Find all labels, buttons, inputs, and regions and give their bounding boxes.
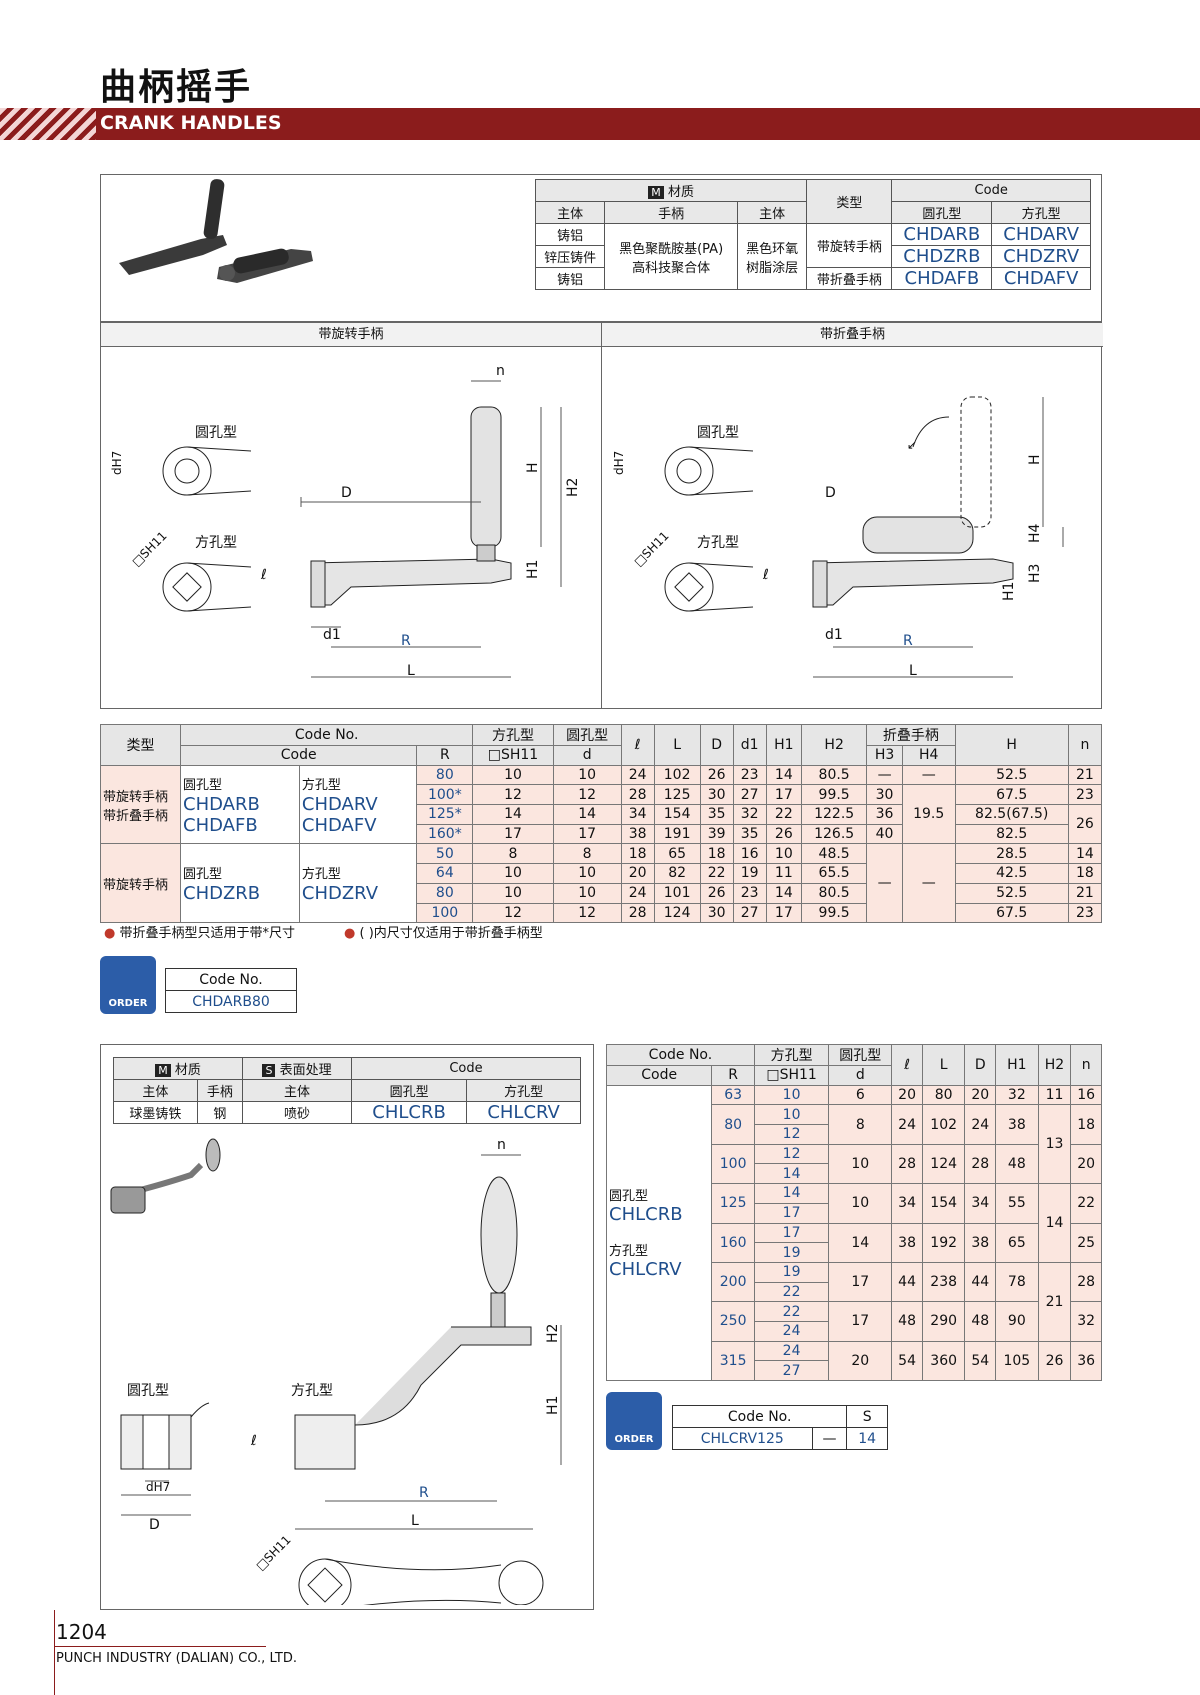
right-drawing-title: 带折叠手柄 bbox=[601, 323, 1103, 347]
title-band: CRANK HANDLES bbox=[0, 108, 1200, 140]
svg-text:H1: H1 bbox=[525, 560, 541, 579]
svg-text:R: R bbox=[419, 1485, 429, 1501]
table-row: 14 bbox=[607, 1163, 1102, 1185]
svg-text:H3: H3 bbox=[1027, 564, 1043, 583]
order-icon-1: ORDER bbox=[100, 956, 156, 1014]
svg-text:↙: ↙ bbox=[907, 438, 917, 452]
product-photo-1 bbox=[119, 179, 313, 283]
svg-text:R: R bbox=[401, 633, 411, 649]
svg-text:D: D bbox=[149, 1517, 160, 1533]
footer-underline bbox=[54, 1646, 266, 1647]
order-example-1: Code No. CHDARB80 bbox=[165, 968, 297, 1013]
page-title-en: CRANK HANDLES bbox=[100, 112, 282, 134]
svg-text:L: L bbox=[407, 663, 415, 679]
order-icon-2: ORDER bbox=[606, 1392, 662, 1450]
svg-text:ℓ: ℓ bbox=[762, 567, 769, 583]
label-round-type: 圆孔型 bbox=[195, 425, 237, 441]
table-row: 27 bbox=[607, 1360, 1102, 1381]
table-row: 12 bbox=[607, 1124, 1102, 1145]
svg-text:ℓ: ℓ bbox=[250, 1433, 257, 1449]
svg-text:H: H bbox=[1027, 454, 1043, 465]
company-name: PUNCH INDUSTRY (DALIAN) CO., LTD. bbox=[56, 1651, 297, 1666]
svg-text:H4: H4 bbox=[1027, 523, 1043, 543]
table-row: 17 bbox=[607, 1202, 1102, 1224]
svg-text:d1: d1 bbox=[825, 627, 843, 643]
svg-text:□SH11: □SH11 bbox=[631, 529, 671, 569]
svg-text:dH7: dH7 bbox=[146, 1480, 170, 1494]
svg-text:圆孔型: 圆孔型 bbox=[697, 425, 739, 441]
table-row: 24 bbox=[607, 1320, 1102, 1342]
svg-text:D: D bbox=[341, 485, 352, 501]
svg-text:H2: H2 bbox=[545, 1324, 561, 1343]
note-1: ● 带折叠手柄型只适用于带*尺寸 bbox=[104, 926, 295, 941]
svg-text:D: D bbox=[825, 485, 836, 501]
page-number: 1204 bbox=[56, 1620, 107, 1644]
svg-text:H1: H1 bbox=[1001, 582, 1017, 601]
footer-rule bbox=[54, 1610, 55, 1695]
svg-text:dH7: dH7 bbox=[110, 451, 124, 475]
order-example-2: Code No.S CHLCRV125—14 bbox=[671, 1405, 888, 1450]
technical-drawing-2: 圆孔型 方孔型 dH7 D n H2 H1 ℓ R L □SH11 bbox=[110, 1137, 562, 1605]
svg-text:方孔型: 方孔型 bbox=[697, 535, 739, 551]
svg-text:n: n bbox=[496, 363, 505, 379]
svg-text:L: L bbox=[411, 1513, 419, 1529]
note-2: ● ( )内尺寸仅适用于带折叠手柄型 bbox=[344, 926, 543, 941]
page-title-cn: 曲柄摇手 bbox=[100, 67, 253, 108]
label-square-type: 方孔型 bbox=[195, 535, 237, 551]
svg-text:□SH11: □SH11 bbox=[253, 1533, 293, 1573]
svg-text:n: n bbox=[497, 1137, 506, 1153]
svg-text:dH7: dH7 bbox=[612, 451, 626, 475]
svg-text:H2: H2 bbox=[565, 478, 581, 497]
svg-text:圆孔型: 圆孔型 bbox=[127, 1383, 169, 1399]
handle-material: 黑色聚酰胺基(PA) 高科技聚合体 bbox=[604, 223, 738, 290]
svg-text:H: H bbox=[525, 462, 541, 473]
svg-text:d1: d1 bbox=[323, 627, 341, 643]
technical-drawing-1: 圆孔型 方孔型 dH7 □SH11 D n H H2 H1 ℓ d1 R L 圆… bbox=[110, 363, 1064, 679]
svg-text:ℓ: ℓ bbox=[260, 567, 267, 583]
svg-text:L: L bbox=[909, 663, 917, 679]
table-row: 22 bbox=[607, 1281, 1102, 1303]
hatch-decoration bbox=[0, 108, 96, 140]
left-drawing-title: 带旋转手柄 bbox=[101, 323, 601, 347]
svg-text:R: R bbox=[903, 633, 913, 649]
svg-text:□SH11: □SH11 bbox=[129, 529, 169, 569]
drawing-box-1: 带旋转手柄 带折叠手柄 圆孔型 方孔型 dH7 □SH11 D n H H2 H… bbox=[100, 322, 1103, 709]
svg-text:H1: H1 bbox=[545, 1396, 561, 1415]
svg-text:方孔型: 方孔型 bbox=[291, 1383, 333, 1399]
